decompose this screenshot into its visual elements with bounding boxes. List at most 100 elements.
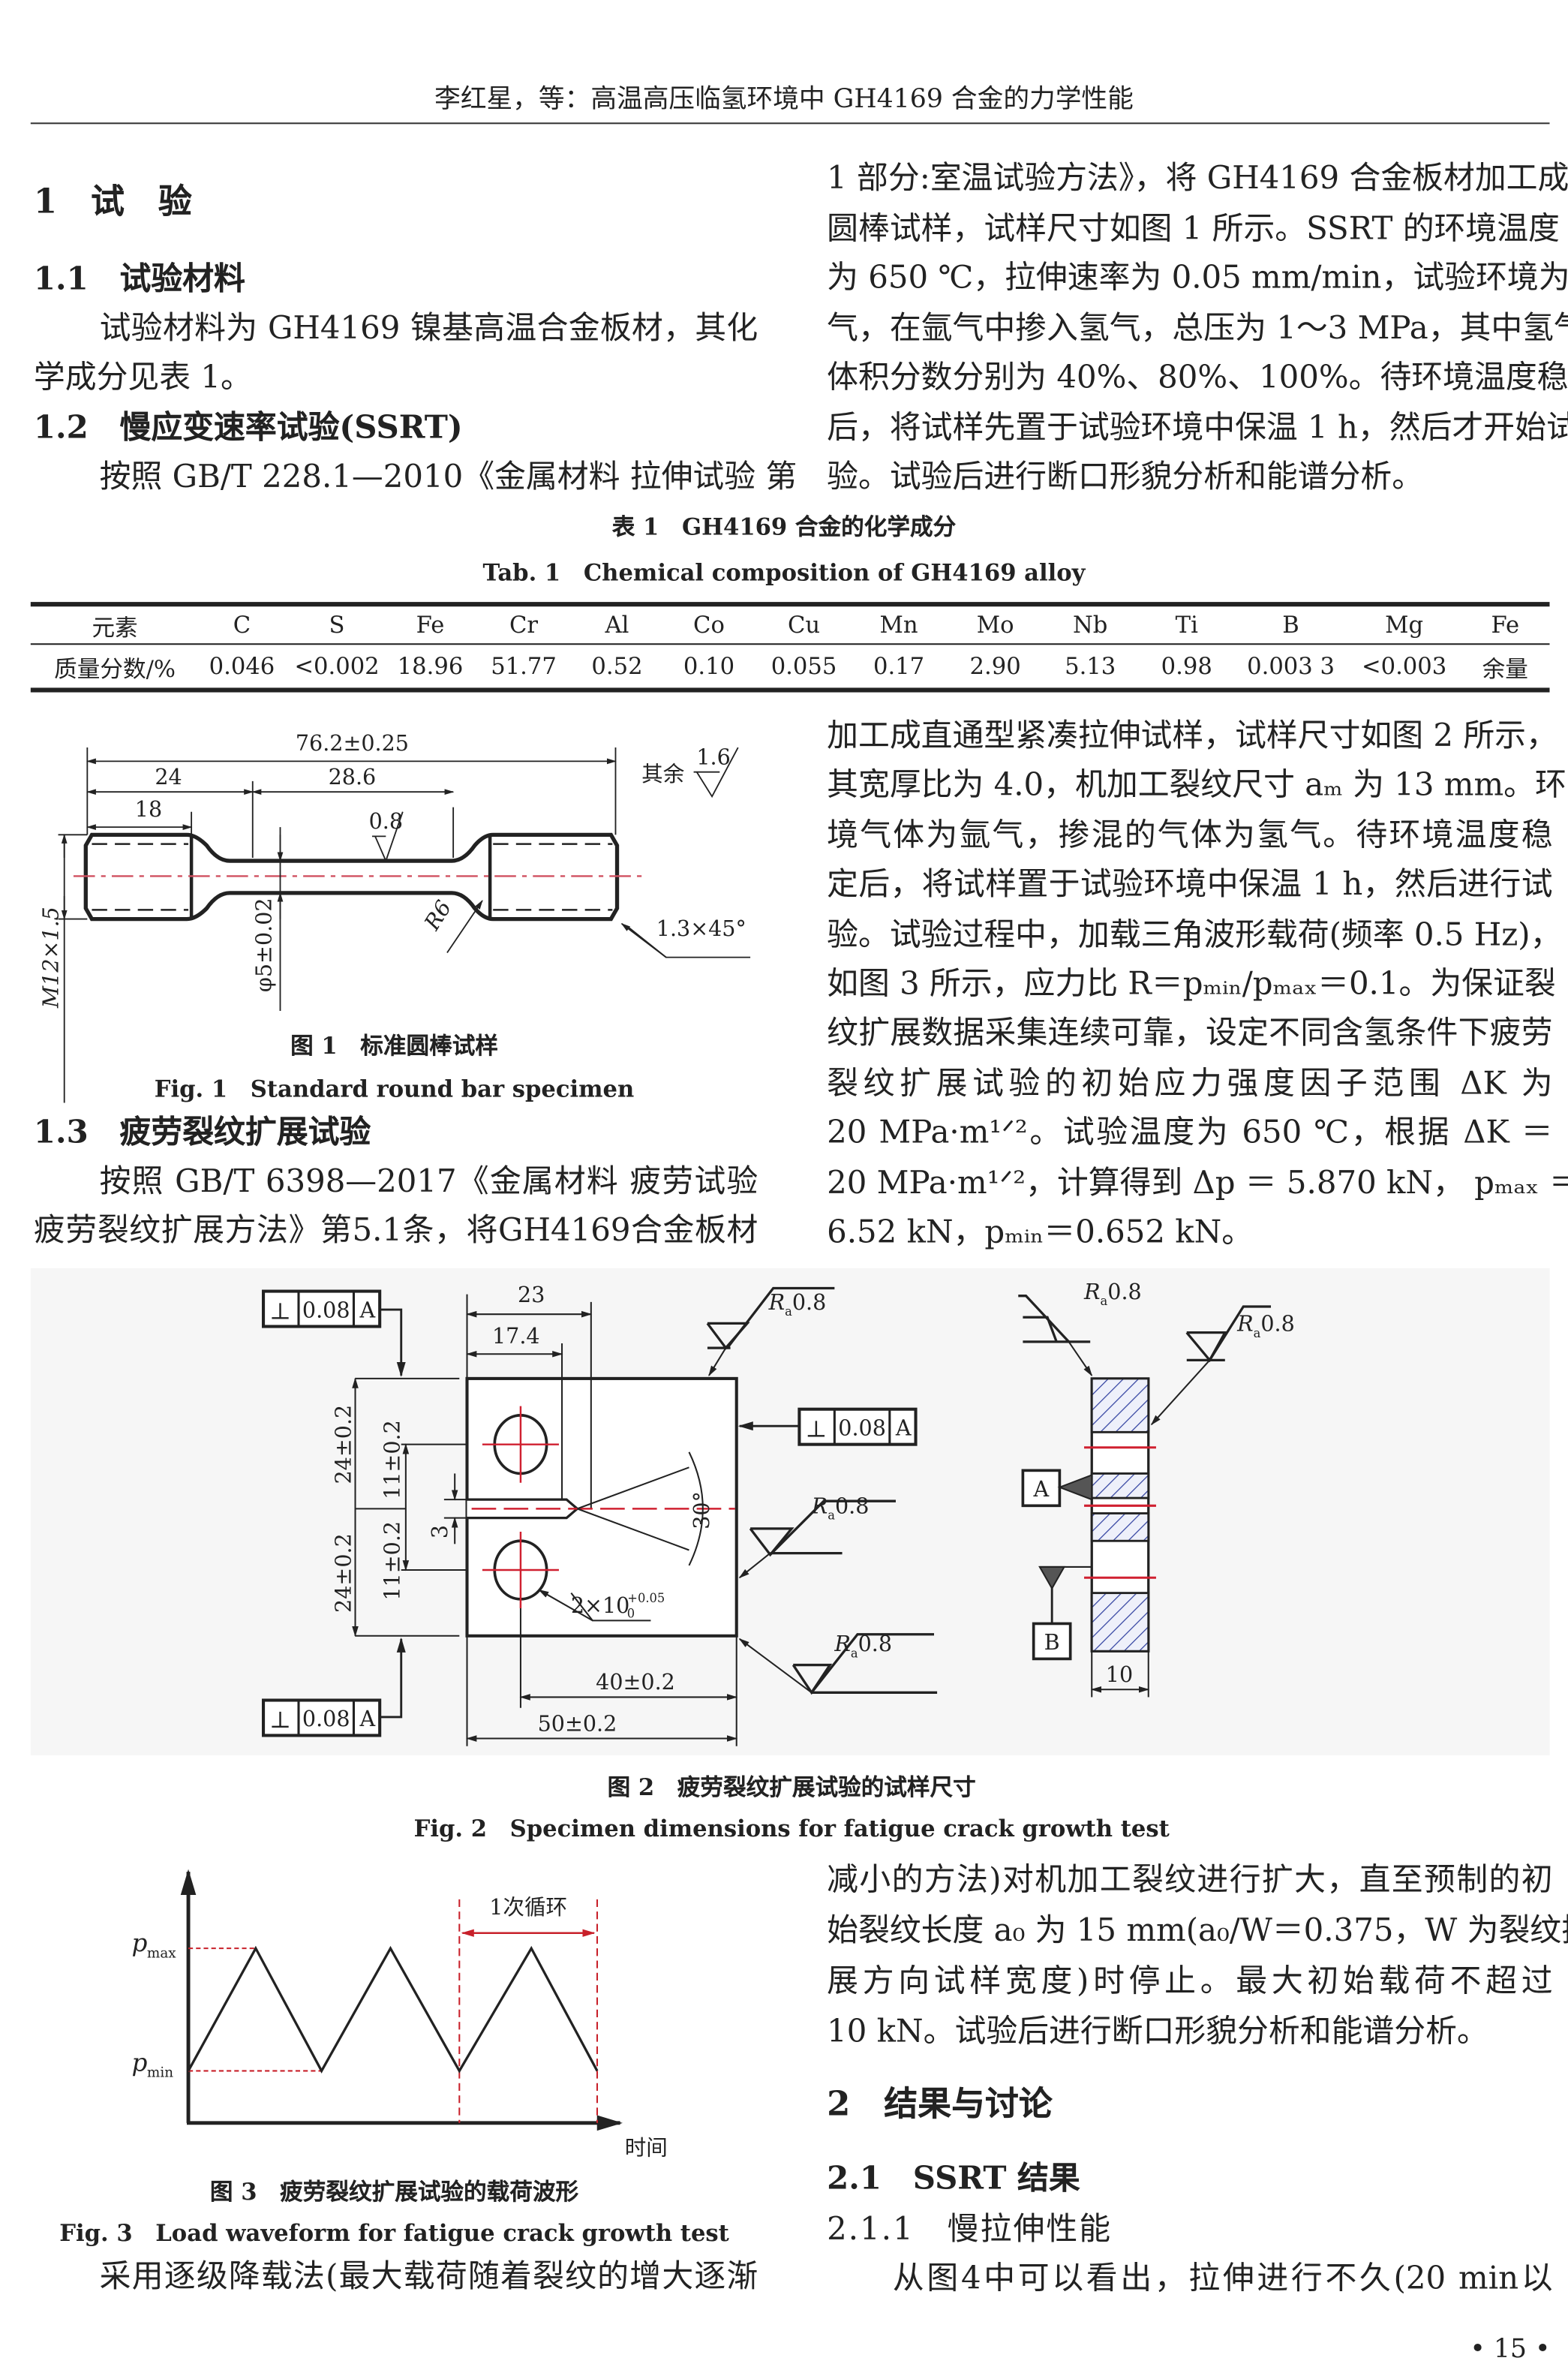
text-line: 为 650 ℃，拉伸速率为 0.05 mm/min，试验环境为氩 <box>827 258 1568 296</box>
text-line: 减小的方法)对机加工裂纹进行扩大，直至预制的初 <box>827 1860 1553 1898</box>
text-line: 其宽厚比为 4.0，机加工裂纹尺寸 aₘ 为 13 mm。环 <box>827 766 1566 804</box>
text-line: 气，在氩气中掺入氢气，总压为 1～3 MPa，其中氢气 <box>827 308 1568 346</box>
roughness-label: Ra0.8 <box>834 1631 892 1660</box>
table-header-cell: 元素 <box>92 614 138 642</box>
fig2-caption-en: Fig. 2 Specimen dimensions for fatigue c… <box>413 1815 1170 1843</box>
roughness-label: Ra0.8 <box>1236 1311 1295 1340</box>
text-line: 圆棒试样，试样尺寸如图 1 所示。SSRT 的环境温度 <box>827 209 1560 246</box>
subsection-heading-1-1: 1.1 试验材料 <box>33 260 245 297</box>
fig1-caption-cn: 图 1 标准圆棒试样 <box>290 1032 498 1060</box>
text-line: 始裂纹长度 a₀ 为 15 mm(a₀/W＝0.375，W 为裂纹扩 <box>827 1911 1568 1949</box>
table-cell: 质量分数/% <box>54 655 176 684</box>
text-line: 1 部分:室温试验方法》，将 GH4169 合金板材加工成 <box>827 159 1568 197</box>
running-title: 李红星，等：高温高压临氢环境中 GH4169 合金的力学性能 <box>434 84 1134 116</box>
text-line: 按照 GB/T 228.1—2010《金属材料 拉伸试验 第 <box>99 458 798 495</box>
fig3-caption-cn: 图 3 疲劳裂纹扩展试验的载荷波形 <box>209 2178 579 2206</box>
text-line: 按照 GB/T 6398—2017《金属材料 疲劳试验 <box>99 1162 758 1200</box>
table-header-cell: Fe <box>1491 611 1520 639</box>
subsection-heading-1-2: 1.2 慢应变速率试验(SSRT) <box>33 408 463 446</box>
text-line: 20 MPa·m¹ᐟ²，计算得到 Δp ＝ 5.870 kN， pₘₐₓ ＝ <box>827 1163 1568 1201</box>
dim-11-upper: 11±0.2 <box>380 1420 405 1499</box>
hole-spec: 2×10 <box>571 1593 629 1618</box>
fig1-chamfer: 1.3×45° <box>656 916 746 941</box>
text-line: 展方向试样宽度)时停止。最大初始载荷不超过 <box>827 1962 1553 1999</box>
pmax-sub: max <box>147 1945 176 1961</box>
roughness-r: R <box>1083 1279 1101 1304</box>
text-line: 如图 3 所示，应力比 R＝pₘᵢₙ/pₘₐₓ＝0.1。为保证裂 <box>827 964 1556 1002</box>
table-header-cell: Cr <box>509 611 539 639</box>
side-view <box>1021 1377 1156 1698</box>
table-cell: 0.98 <box>1161 652 1212 681</box>
table-top-rule <box>30 602 1550 607</box>
table-header-cell: Cu <box>787 611 821 639</box>
perpendicularity-symbol: ⊥ <box>805 1416 827 1442</box>
roughness-sub: a <box>1101 1294 1108 1308</box>
roughness-sub: a <box>828 1508 835 1523</box>
pmax-label: p <box>132 1929 148 1957</box>
tolerance-value: 0.08 <box>302 1706 350 1731</box>
text-line: 加工成直通型紧凑拉伸试样，试样尺寸如图 2 所示， <box>827 717 1557 754</box>
subsection-heading-1-3: 1.3 疲劳裂纹扩展试验 <box>33 1113 371 1150</box>
roughness-sub: a <box>851 1646 858 1660</box>
text-line: 定后，将试样置于试验环境中保温 1 h，然后进行试 <box>827 865 1553 903</box>
figure-1-specimen-drawing: 76.2±0.25 24 28.6 18 0.8 其余 1.6 1.3×45° … <box>38 730 751 1103</box>
table-header-cell: Co <box>693 611 725 639</box>
datum-ref: A <box>359 1706 376 1731</box>
dim-24-upper: 24±0.2 <box>330 1405 356 1484</box>
datum-a-label: A <box>1033 1476 1050 1502</box>
x-axis-label: 时间 <box>625 2135 668 2161</box>
cycle-label: 1次循环 <box>489 1894 567 1920</box>
roughness-value: 0.8 <box>1107 1279 1141 1304</box>
pmin-label: p <box>132 2048 148 2077</box>
table-cell: 0.10 <box>683 652 735 681</box>
roughness-sub: a <box>785 1304 792 1319</box>
fig1-dim-28-6: 28.6 <box>329 764 377 789</box>
roughness-r: R <box>1236 1311 1254 1337</box>
section-heading-2: 2 结果与讨论 <box>827 2084 1053 2125</box>
datum-ref: A <box>895 1415 912 1440</box>
load-wave <box>187 1945 599 2074</box>
table-cell: 0.52 <box>591 652 643 681</box>
roughness-r: R <box>834 1631 851 1656</box>
table-header-cell: B <box>1282 611 1299 639</box>
page-number: • 15 • <box>1470 2334 1551 2365</box>
roughness-r: R <box>811 1493 828 1519</box>
fig2-caption-cn: 图 2 疲劳裂纹扩展试验的试样尺寸 <box>607 1773 976 1802</box>
datum-frame-top-left <box>262 1289 406 1377</box>
table-header-cell: Mn <box>879 611 918 639</box>
fig1-dim-24: 24 <box>155 764 182 789</box>
figure-3-load-waveform: 1次循环 时间 p max p min <box>132 1869 668 2161</box>
dim-17-4: 17.4 <box>492 1323 540 1349</box>
text-line: 10 kN。试验后进行断口形貌分析和能谱分析。 <box>827 2012 1488 2050</box>
dim-50: 50±0.2 <box>538 1710 617 1736</box>
text-line: 学成分见表 1。 <box>33 357 252 395</box>
table-header-cell: Mo <box>976 611 1014 639</box>
table-header-cell: Al <box>605 611 629 639</box>
text-line: 裂纹扩展试验的初始应力强度因子范围 ΔK 为 <box>827 1064 1553 1102</box>
text-line: 试验材料为 GH4169 镍基高温合金板材，其化 <box>99 309 758 347</box>
datum-ref: A <box>359 1297 376 1322</box>
text-line: 采用逐级降载法(最大载荷随着裂纹的增大逐渐 <box>99 2257 758 2295</box>
header-rule <box>30 122 1550 125</box>
table-header-cell: Ti <box>1175 611 1198 639</box>
table-cell: 2.90 <box>969 652 1021 681</box>
table-cell: 5.13 <box>1065 652 1116 681</box>
table-header-cell: Fe <box>416 611 445 639</box>
table-cell: 0.046 <box>209 652 275 681</box>
text-line: 从图4中可以看出，拉伸进行不久(20 min以 <box>892 2259 1553 2296</box>
table-cell: <0.002 <box>294 652 380 681</box>
tolerance-value: 0.08 <box>838 1415 886 1440</box>
table-cell: 51.77 <box>491 652 557 681</box>
dim-3: 3 <box>427 1525 452 1538</box>
dim-23: 23 <box>518 1282 545 1307</box>
table-cell: 0.055 <box>770 652 837 681</box>
text-line: 境气体为氩气，掺混的气体为氢气。待环境温度稳 <box>827 816 1553 853</box>
tolerance-value: 0.08 <box>302 1297 350 1322</box>
text-line: 体积分数分别为 40%、80%、100%。待环境温度稳定 <box>827 358 1568 395</box>
fig1-caption-en: Fig. 1 Standard round bar specimen <box>154 1075 635 1103</box>
table-cell: 0.17 <box>873 652 925 681</box>
table-cell: 0.003 3 <box>1247 652 1335 681</box>
roughness-label: Ra0.8 <box>768 1289 827 1319</box>
